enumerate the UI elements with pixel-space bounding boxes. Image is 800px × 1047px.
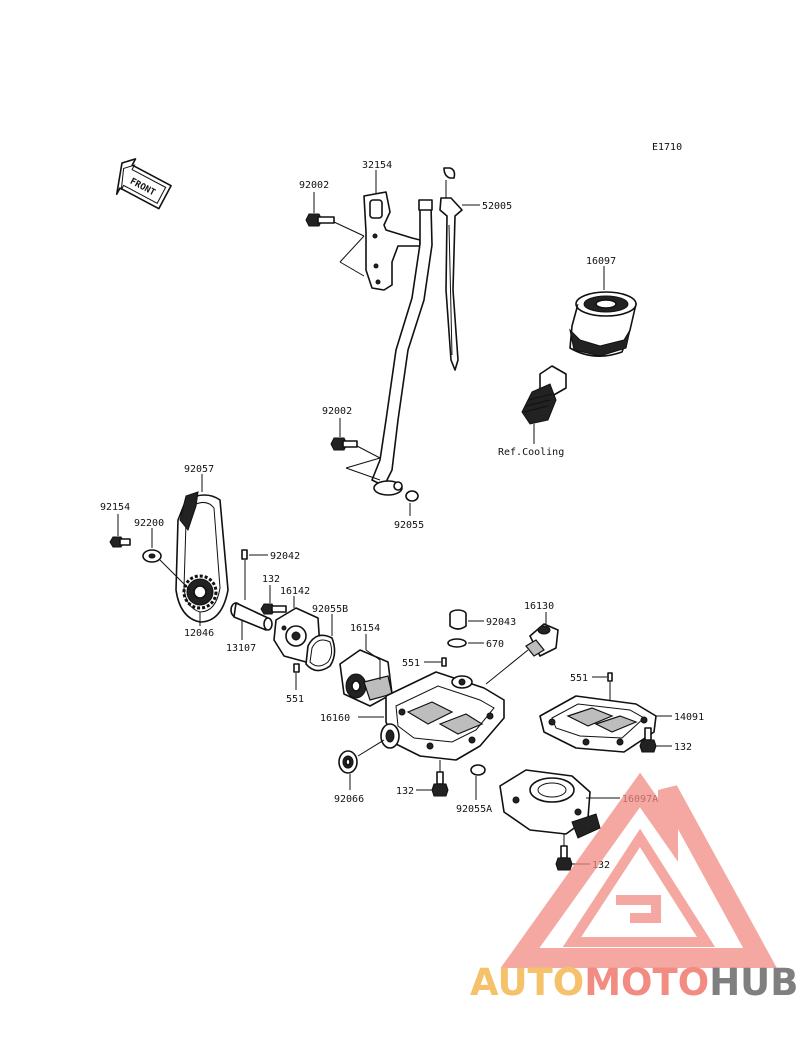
watermark-logo <box>500 772 777 968</box>
label-16154: 16154 <box>350 623 380 634</box>
label-14091: 14091 <box>674 712 704 723</box>
label-92055a: 92055A <box>456 804 492 815</box>
watermark-part1: AUTO <box>470 961 584 1004</box>
label-92055b: 92055B <box>312 604 348 615</box>
cover-14091 <box>539 695 657 753</box>
label-132-a: 132 <box>262 574 280 585</box>
label-551-a: 551 <box>286 694 304 705</box>
pin-551-b <box>441 657 447 667</box>
sprocket-12046 <box>182 574 218 610</box>
label-92200: 92200 <box>134 518 164 529</box>
pin-92042 <box>241 549 248 560</box>
ref-cooling-label: Ref.Cooling <box>498 447 564 458</box>
bracket-32154 <box>363 191 421 291</box>
label-16142: 16142 <box>280 586 310 597</box>
bolt-132-b <box>639 727 657 753</box>
watermark-text: AUTOMOTOHUB <box>470 961 798 1004</box>
diagram-code: E1710 <box>652 142 682 153</box>
label-32154: 32154 <box>362 160 392 171</box>
bolt-92154 <box>109 536 131 548</box>
label-551-b: 551 <box>402 658 420 669</box>
rotor-16154 <box>339 649 393 707</box>
strainer-92066 <box>338 750 358 774</box>
watermark-part3: HUB <box>709 961 798 1004</box>
label-670: 670 <box>486 639 504 650</box>
label-13107: 13107 <box>226 643 256 654</box>
label-92154: 92154 <box>100 502 130 513</box>
label-92055: 92055 <box>394 520 424 531</box>
label-92002-top: 92002 <box>299 180 329 191</box>
filter-fitting <box>521 365 567 425</box>
label-12046: 12046 <box>184 628 214 639</box>
label-92043: 92043 <box>486 617 516 628</box>
pin-551-a <box>293 663 300 673</box>
dipstick-tube <box>371 199 433 496</box>
label-92042: 92042 <box>270 551 300 562</box>
oil-pump-body-16160 <box>380 671 505 761</box>
bolt-132-a <box>260 603 287 615</box>
pin-551-c <box>607 672 613 682</box>
label-92066: 92066 <box>334 794 364 805</box>
shaft-13107 <box>230 602 273 631</box>
label-132-d: 132 <box>592 860 610 871</box>
washer-92200 <box>142 549 162 563</box>
label-16160: 16160 <box>320 713 350 724</box>
bolt-132-c <box>431 771 449 797</box>
front-arrow-icon: FRONT <box>115 158 172 210</box>
label-132-b: 132 <box>674 742 692 753</box>
dipstick-52005 <box>439 167 463 371</box>
label-92002-mid: 92002 <box>322 406 352 417</box>
bolt-92002-top <box>305 213 335 227</box>
oil-filter-16097 <box>569 291 637 357</box>
bolt-132-d <box>555 845 573 871</box>
label-551-c: 551 <box>570 673 588 684</box>
label-16097: 16097 <box>586 256 616 267</box>
label-16130: 16130 <box>524 601 554 612</box>
bolt-92002-mid <box>330 437 358 451</box>
label-92057: 92057 <box>184 464 214 475</box>
switch-16130 <box>525 623 559 657</box>
oring-92055a <box>470 764 486 776</box>
gasket-92055b <box>305 634 336 672</box>
oring-92055 <box>405 490 419 502</box>
oring-670 <box>447 638 467 648</box>
label-132-c: 132 <box>396 786 414 797</box>
collar-92043 <box>449 609 467 630</box>
watermark-part2: MOTO <box>584 961 709 1004</box>
filter-housing-16097a <box>499 769 601 839</box>
label-52005: 52005 <box>482 201 512 212</box>
